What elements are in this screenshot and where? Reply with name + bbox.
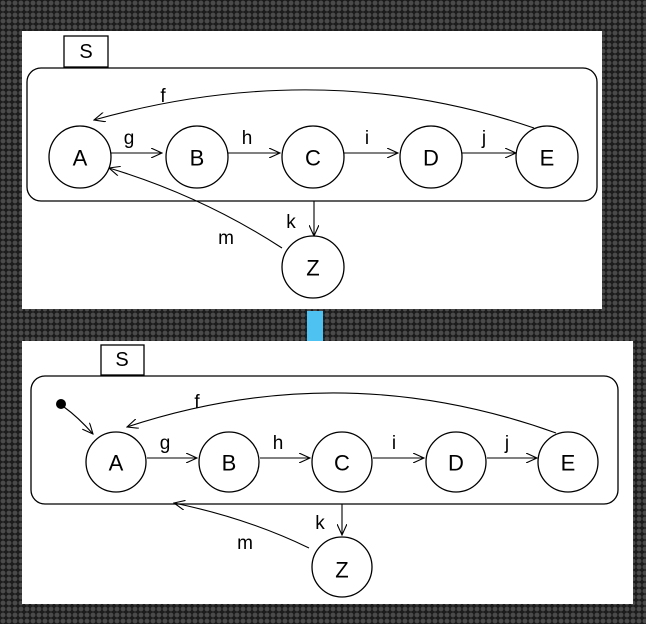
transition-m: [174, 503, 310, 549]
state-node-z: Z: [281, 235, 345, 299]
container-label: S: [79, 41, 92, 63]
transition-label-j: j: [504, 433, 509, 454]
container-label: S: [115, 349, 128, 371]
state-label-b: B: [190, 146, 205, 171]
container-tab: [63, 35, 109, 68]
state-label-b: B: [222, 451, 237, 476]
transition-label-h: h: [242, 128, 253, 149]
state-label-a: A: [73, 146, 88, 171]
state-node-z: Z: [311, 536, 373, 598]
state-label-a: A: [109, 451, 124, 476]
state-label-z: Z: [306, 256, 319, 281]
state-node-d: D: [425, 431, 487, 493]
state-label-d: D: [448, 451, 464, 476]
transition-label-g: g: [124, 128, 135, 149]
state-node-a: A: [48, 125, 112, 189]
original-state-diagram-panel: S g h i j f k m: [22, 31, 602, 309]
state-label-c: C: [305, 146, 321, 171]
state-label-d: D: [423, 146, 439, 171]
transition-label-g: g: [160, 433, 171, 454]
transition-label-i: i: [365, 128, 369, 149]
transformed-state-diagram-panel: S g h i j f k: [22, 341, 633, 604]
state-label-e: E: [540, 146, 555, 171]
transition-m: [109, 168, 283, 249]
transformed-state-diagram: S g h i j f k: [30, 344, 619, 598]
transition-label-k: k: [286, 212, 296, 233]
state-node-d: D: [399, 125, 463, 189]
transition-label-m: m: [237, 533, 253, 554]
state-node-e: E: [537, 431, 599, 493]
state-label-c: C: [334, 451, 350, 476]
active-state-marker: [327, 541, 345, 559]
state-node-a: A: [85, 431, 147, 493]
transition-label-m: m: [218, 228, 234, 249]
transition-label-k: k: [315, 513, 325, 534]
state-label-z: Z: [335, 558, 348, 583]
composite-state-s: [26, 67, 598, 202]
initial-transition: [63, 406, 93, 434]
transition-f: [127, 392, 557, 434]
state-node-b: B: [198, 431, 260, 493]
initial-state-dot: [56, 399, 66, 409]
state-node-c: C: [311, 431, 373, 493]
transition-label-f: f: [160, 86, 166, 107]
state-label-e: E: [561, 451, 576, 476]
composite-state-s: [30, 375, 619, 505]
state-node-b: B: [165, 125, 229, 189]
original-state-diagram: S g h i j f k m: [26, 35, 598, 299]
container-tab: [100, 344, 145, 376]
state-node-e: E: [515, 125, 579, 189]
transition-label-i: i: [392, 433, 396, 454]
transition-label-j: j: [481, 128, 486, 149]
transition-label-h: h: [273, 433, 284, 454]
transition-label-f: f: [194, 392, 200, 413]
state-node-c: C: [281, 125, 345, 189]
transition-f: [94, 89, 535, 129]
